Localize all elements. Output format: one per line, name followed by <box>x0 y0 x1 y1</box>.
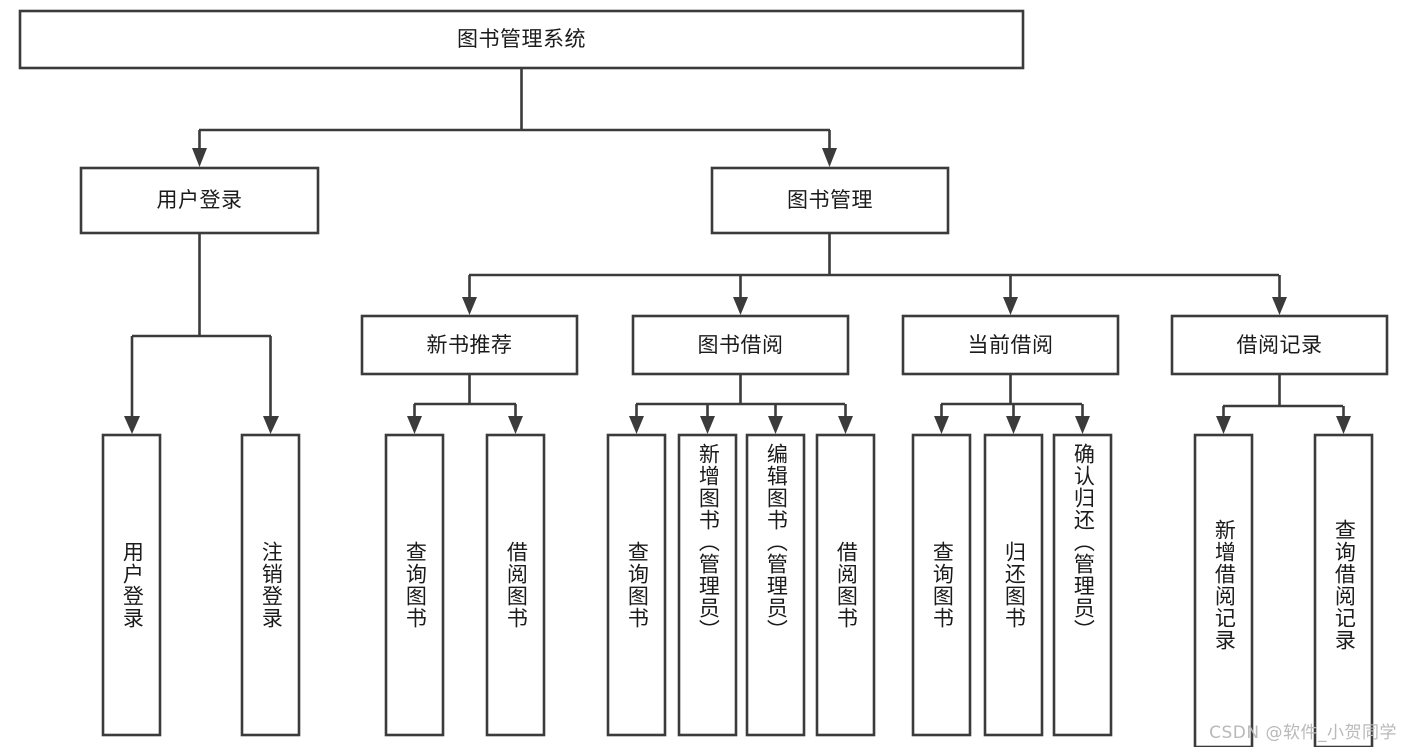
arrow-head-leaf-user-login <box>124 416 140 434</box>
arrow-head-book-manage <box>822 148 837 167</box>
node-label-user-login: 用户登录 <box>156 188 243 213</box>
node-label-leaf-rec-query-book: 查询图书 <box>403 541 428 629</box>
node-box-leaf-user-logout[interactable] <box>240 433 301 737</box>
connector-group-new-book-recommend-children <box>407 374 523 434</box>
arrow-head-leaf-return-book <box>1006 416 1021 434</box>
node-label-leaf-rec-borrow-book: 借阅图书 <box>504 541 529 629</box>
node-box-leaf-query-borrow-record[interactable] <box>1313 433 1374 747</box>
node-box-leaf-cur-query-book[interactable] <box>911 433 972 737</box>
arrow-head-user-login <box>192 148 207 167</box>
arrow-head-leaf-rec-borrow-book <box>508 416 523 434</box>
node-label-new-book-recommend: 新书推荐 <box>426 332 513 357</box>
node-box-leaf-rec-query-book[interactable] <box>384 433 445 737</box>
node-label-leaf-confirm-return-admin: 确认归还（管理员） <box>1071 443 1096 641</box>
connector-group-current-borrow-children <box>934 374 1090 434</box>
arrow-head-current-borrow <box>1003 297 1018 315</box>
arrow-head-leaf-confirm-return-admin <box>1075 416 1090 434</box>
node-label-root: 图书管理系统 <box>457 27 586 52</box>
node-box-book-manage[interactable] <box>710 166 950 235</box>
node-label-leaf-query-borrow-record: 查询借阅记录 <box>1332 519 1357 651</box>
node-label-leaf-return-book: 归还图书 <box>1002 541 1027 629</box>
connector-group-book-borrow-children <box>629 374 853 434</box>
node-box-root[interactable] <box>18 9 1025 70</box>
node-box-leaf-user-login[interactable] <box>101 433 162 737</box>
arrow-head-leaf-user-logout <box>263 416 279 434</box>
node-box-current-borrow[interactable] <box>901 314 1120 376</box>
node-box-leaf-return-book[interactable] <box>983 433 1044 737</box>
node-label-leaf-add-borrow-record: 新增借阅记录 <box>1212 519 1237 651</box>
node-box-user-login[interactable] <box>79 166 320 235</box>
arrow-head-leaf-edit-book-admin <box>768 416 783 434</box>
node-label-leaf-borrow-query-book: 查询图书 <box>625 541 650 629</box>
node-box-leaf-rec-borrow-book[interactable] <box>485 433 546 737</box>
arrow-head-leaf-rec-query-book <box>407 416 422 434</box>
csdn-watermark: CSDN @软件_小贺同学 <box>1209 723 1397 743</box>
node-box-borrow-record[interactable] <box>1170 314 1389 376</box>
arrow-head-leaf-borrow-query-book <box>629 416 644 434</box>
node-label-leaf-edit-book-admin: 编辑图书（管理员） <box>764 443 789 641</box>
node-label-leaf-add-book-admin: 新增图书（管理员） <box>696 443 721 641</box>
connector-group-root-to-level2 <box>192 68 837 167</box>
node-label-leaf-borrow-book: 借阅图书 <box>834 541 859 629</box>
arrow-head-new-book-recommend <box>462 297 477 315</box>
arrow-head-borrow-record <box>1272 297 1287 315</box>
connector-group-borrow-record-children <box>1216 374 1351 434</box>
node-label-borrow-record: 借阅记录 <box>1236 332 1323 357</box>
arrow-head-leaf-add-book-admin <box>700 416 715 434</box>
node-box-leaf-confirm-return-admin[interactable] <box>1052 433 1113 737</box>
node-box-new-book-recommend[interactable] <box>360 314 579 376</box>
arrow-head-leaf-cur-query-book <box>934 416 949 434</box>
node-label-leaf-user-logout: 注销登录 <box>259 541 284 629</box>
node-label-leaf-user-login: 用户登录 <box>120 541 145 629</box>
node-box-leaf-add-book-admin[interactable] <box>677 433 738 737</box>
node-label-current-borrow: 当前借阅 <box>967 332 1054 357</box>
arrow-head-book-borrow <box>733 297 748 315</box>
connector-group-user-login-children <box>124 233 279 434</box>
node-box-leaf-edit-book-admin[interactable] <box>745 433 806 737</box>
connector-group-book-manage-children <box>462 233 1287 315</box>
node-box-leaf-borrow-book[interactable] <box>815 433 876 737</box>
node-label-book-manage: 图书管理 <box>787 188 873 213</box>
arrow-head-leaf-borrow-book <box>838 416 853 434</box>
node-box-book-borrow[interactable] <box>631 314 850 376</box>
node-box-leaf-add-borrow-record[interactable] <box>1193 433 1254 747</box>
arrow-head-leaf-query-borrow-record <box>1336 416 1351 434</box>
node-label-book-borrow: 图书借阅 <box>697 332 784 357</box>
node-box-leaf-borrow-query-book[interactable] <box>606 433 667 737</box>
arrow-head-leaf-add-borrow-record <box>1216 416 1231 434</box>
node-label-leaf-cur-query-book: 查询图书 <box>930 541 955 629</box>
